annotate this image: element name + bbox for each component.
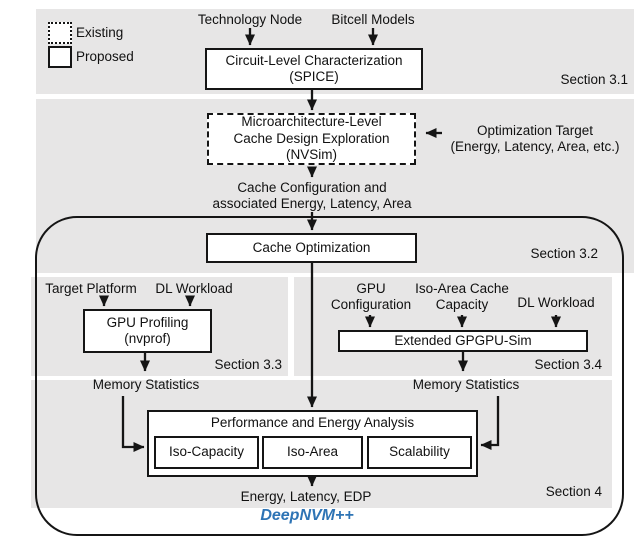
section-3-3-label: Section 3.3 <box>214 357 282 372</box>
section-4-label: Section 4 <box>545 484 602 499</box>
arrow-memstats-left-elbow <box>121 396 145 452</box>
legend-proposed-swatch <box>48 46 72 68</box>
memory-statistics-right-label: Memory Statistics <box>412 377 520 392</box>
arrow-memstats-right-elbow <box>480 396 500 450</box>
circuit-level-line2: (SPICE) <box>289 69 339 84</box>
technology-node-label: Technology Node <box>197 12 303 27</box>
deepnvm-boundary-outline <box>35 216 624 536</box>
nvsim-line1: Microarchitecture-Level <box>241 114 382 130</box>
circuit-level-characterization-box: Circuit-Level Characterization (SPICE) <box>205 48 423 90</box>
gpu-profiling-box: GPU Profiling (nvprof) <box>83 309 212 353</box>
extended-gpgpu-sim-label: Extended GPGPU-Sim <box>394 332 532 348</box>
legend-existing-swatch <box>48 22 72 44</box>
cache-configuration-line2: associated Energy, Latency, Area <box>212 195 412 211</box>
cache-configuration-label: Cache Configuration and associated Energ… <box>182 180 442 211</box>
cache-configuration-line1: Cache Configuration and <box>237 180 387 195</box>
iso-area-cache-line1: Iso-Area Cache <box>415 281 509 296</box>
cache-optimization-box: Cache Optimization <box>206 233 417 263</box>
cache-optimization-label: Cache Optimization <box>252 239 371 255</box>
section-3-4-label: Section 3.4 <box>534 357 602 372</box>
iso-area-cache-line2: Capacity <box>435 296 489 312</box>
gpu-configuration-line2: Configuration <box>330 296 412 312</box>
bitcell-models-label: Bitcell Models <box>331 12 415 27</box>
performance-analysis-title: Performance and Energy Analysis <box>210 415 415 430</box>
deepnvm-title: DeepNVM++ <box>260 507 354 524</box>
nvsim-line2: Cache Design Exploration <box>233 130 390 146</box>
circuit-level-line1: Circuit-Level Characterization <box>225 52 403 68</box>
nvsim-line3: (NVSim) <box>286 147 337 163</box>
optimization-target-label: Optimization Target (Energy, Latency, Ar… <box>437 123 633 154</box>
scalability-box: Scalability <box>367 436 472 469</box>
iso-capacity-label: Iso-Capacity <box>168 444 245 460</box>
memory-statistics-left-label: Memory Statistics <box>92 377 200 392</box>
extended-gpgpu-sim-box: Extended GPGPU-Sim <box>338 330 588 352</box>
energy-latency-edp-label: Energy, Latency, EDP <box>240 489 372 504</box>
gpu-configuration-label: GPU Configuration <box>325 281 417 312</box>
legend-existing-label: Existing <box>76 25 124 40</box>
gpu-profiling-line2: (nvprof) <box>124 331 171 346</box>
dl-workload-right-label: DL Workload <box>517 295 595 310</box>
section-3-2-label: Section 3.2 <box>530 246 598 261</box>
section-3-1-label: Section 3.1 <box>560 72 628 87</box>
iso-area-label: Iso-Area <box>286 444 339 460</box>
dl-workload-left-label: DL Workload <box>155 281 233 296</box>
target-platform-label: Target Platform <box>45 281 137 296</box>
optimization-target-line1: Optimization Target <box>476 123 594 138</box>
iso-area-box: Iso-Area <box>262 436 363 469</box>
iso-area-cache-label: Iso-Area Cache Capacity <box>412 281 512 312</box>
optimization-target-line2: (Energy, Latency, Area, etc.) <box>450 138 620 154</box>
nvsim-exploration-box: Microarchitecture-Level Cache Design Exp… <box>207 113 416 165</box>
gpu-configuration-line1: GPU <box>356 281 386 296</box>
legend-proposed-label: Proposed <box>76 49 134 64</box>
gpu-profiling-line1: GPU Profiling <box>106 314 189 330</box>
performance-analysis-box: Performance and Energy Analysis Iso-Capa… <box>147 410 478 477</box>
iso-capacity-box: Iso-Capacity <box>154 436 259 469</box>
scalability-label: Scalability <box>389 444 450 460</box>
